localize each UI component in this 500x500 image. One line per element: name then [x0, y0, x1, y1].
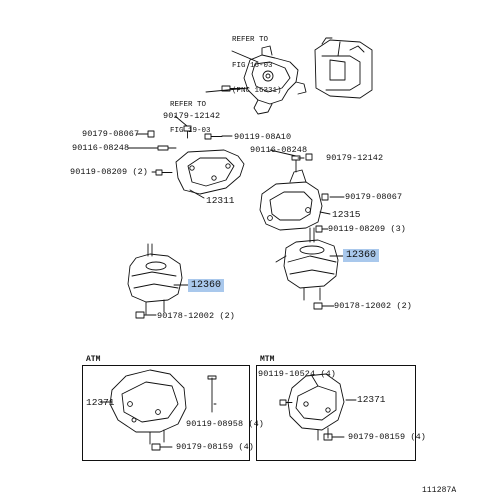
- engine-mount-12360-left-drawing: [127, 243, 183, 315]
- part-label-90119-10524: 90119-10524 (4): [258, 369, 337, 379]
- part-label-12360-left: 12360: [188, 279, 225, 292]
- mtm-mount-drawing: [287, 373, 345, 441]
- refer-note-top-line2: FIG 16-03: [232, 61, 273, 70]
- part-label-12360-right: 12360: [343, 249, 380, 262]
- engine-block-drawing: [314, 37, 373, 99]
- part-label-90119-08958: 90119-08958 (4): [186, 419, 265, 429]
- section-label-mtm: MTM: [260, 355, 275, 364]
- mtm-bolts-drawing: [279, 399, 293, 406]
- refer-note-left-line2: FIG 19-03: [170, 126, 211, 135]
- bracket-12311-drawing: [175, 149, 245, 195]
- part-label-90179-08067-b: 90179-08067: [345, 192, 403, 202]
- refer-note-top-line3: (PNC 16331): [232, 87, 282, 95]
- mtm-section-box: [256, 365, 416, 461]
- part-label-90119-08209-a: 90119-08209 (2): [70, 167, 149, 177]
- engine-mount-12360-right-drawing: [275, 227, 339, 301]
- part-label-90179-08159-mtm: 90179-08159 (4): [348, 432, 427, 442]
- bolt-drawing-upper: [221, 85, 245, 92]
- refer-note-left-line1: REFER TO: [170, 101, 207, 109]
- part-label-90179-12142-b: 90179-12142: [326, 153, 384, 163]
- part-label-90116-08248-a: 90116-08248: [72, 143, 130, 153]
- part-label-12315: 12315: [332, 209, 361, 220]
- part-label-90178-12002-b: 90178-12002 (2): [334, 301, 413, 311]
- bracket-12315-drawing: [259, 155, 323, 231]
- transmission-housing-drawing: [243, 45, 307, 115]
- part-label-90116-08248-b: 90116-08248: [250, 145, 308, 155]
- part-label-90179-08067-a: 90179-08067: [82, 129, 140, 139]
- section-label-atm: ATM: [86, 355, 101, 364]
- refer-note-top: REFER TO FIG 16-03 (PNC 16331): [232, 19, 282, 104]
- part-label-90179-12142-a: 90179-12142: [163, 111, 221, 121]
- part-label-90178-12002-a: 90178-12002 (2): [157, 311, 236, 321]
- atm-section-box: [82, 365, 250, 461]
- diagram-id: 111287A: [422, 486, 457, 495]
- part-label-12371-atm: 12371: [86, 397, 115, 408]
- part-label-90119-08209-b: 90119-08209 (3): [328, 224, 407, 234]
- part-label-90119-08A10: 90119-08A10: [234, 132, 292, 142]
- bolt-drawings-right-upper: [305, 153, 329, 233]
- refer-note-left: REFER TO FIG 19-03: [170, 84, 211, 144]
- part-label-12371-mtm: 12371: [357, 394, 386, 405]
- atm-mount-drawing: [109, 369, 187, 445]
- part-label-90179-08159-atm: 90179-08159 (4): [176, 442, 255, 452]
- refer-note-top-line1: REFER TO: [232, 36, 269, 44]
- part-label-12311: 12311: [206, 195, 235, 206]
